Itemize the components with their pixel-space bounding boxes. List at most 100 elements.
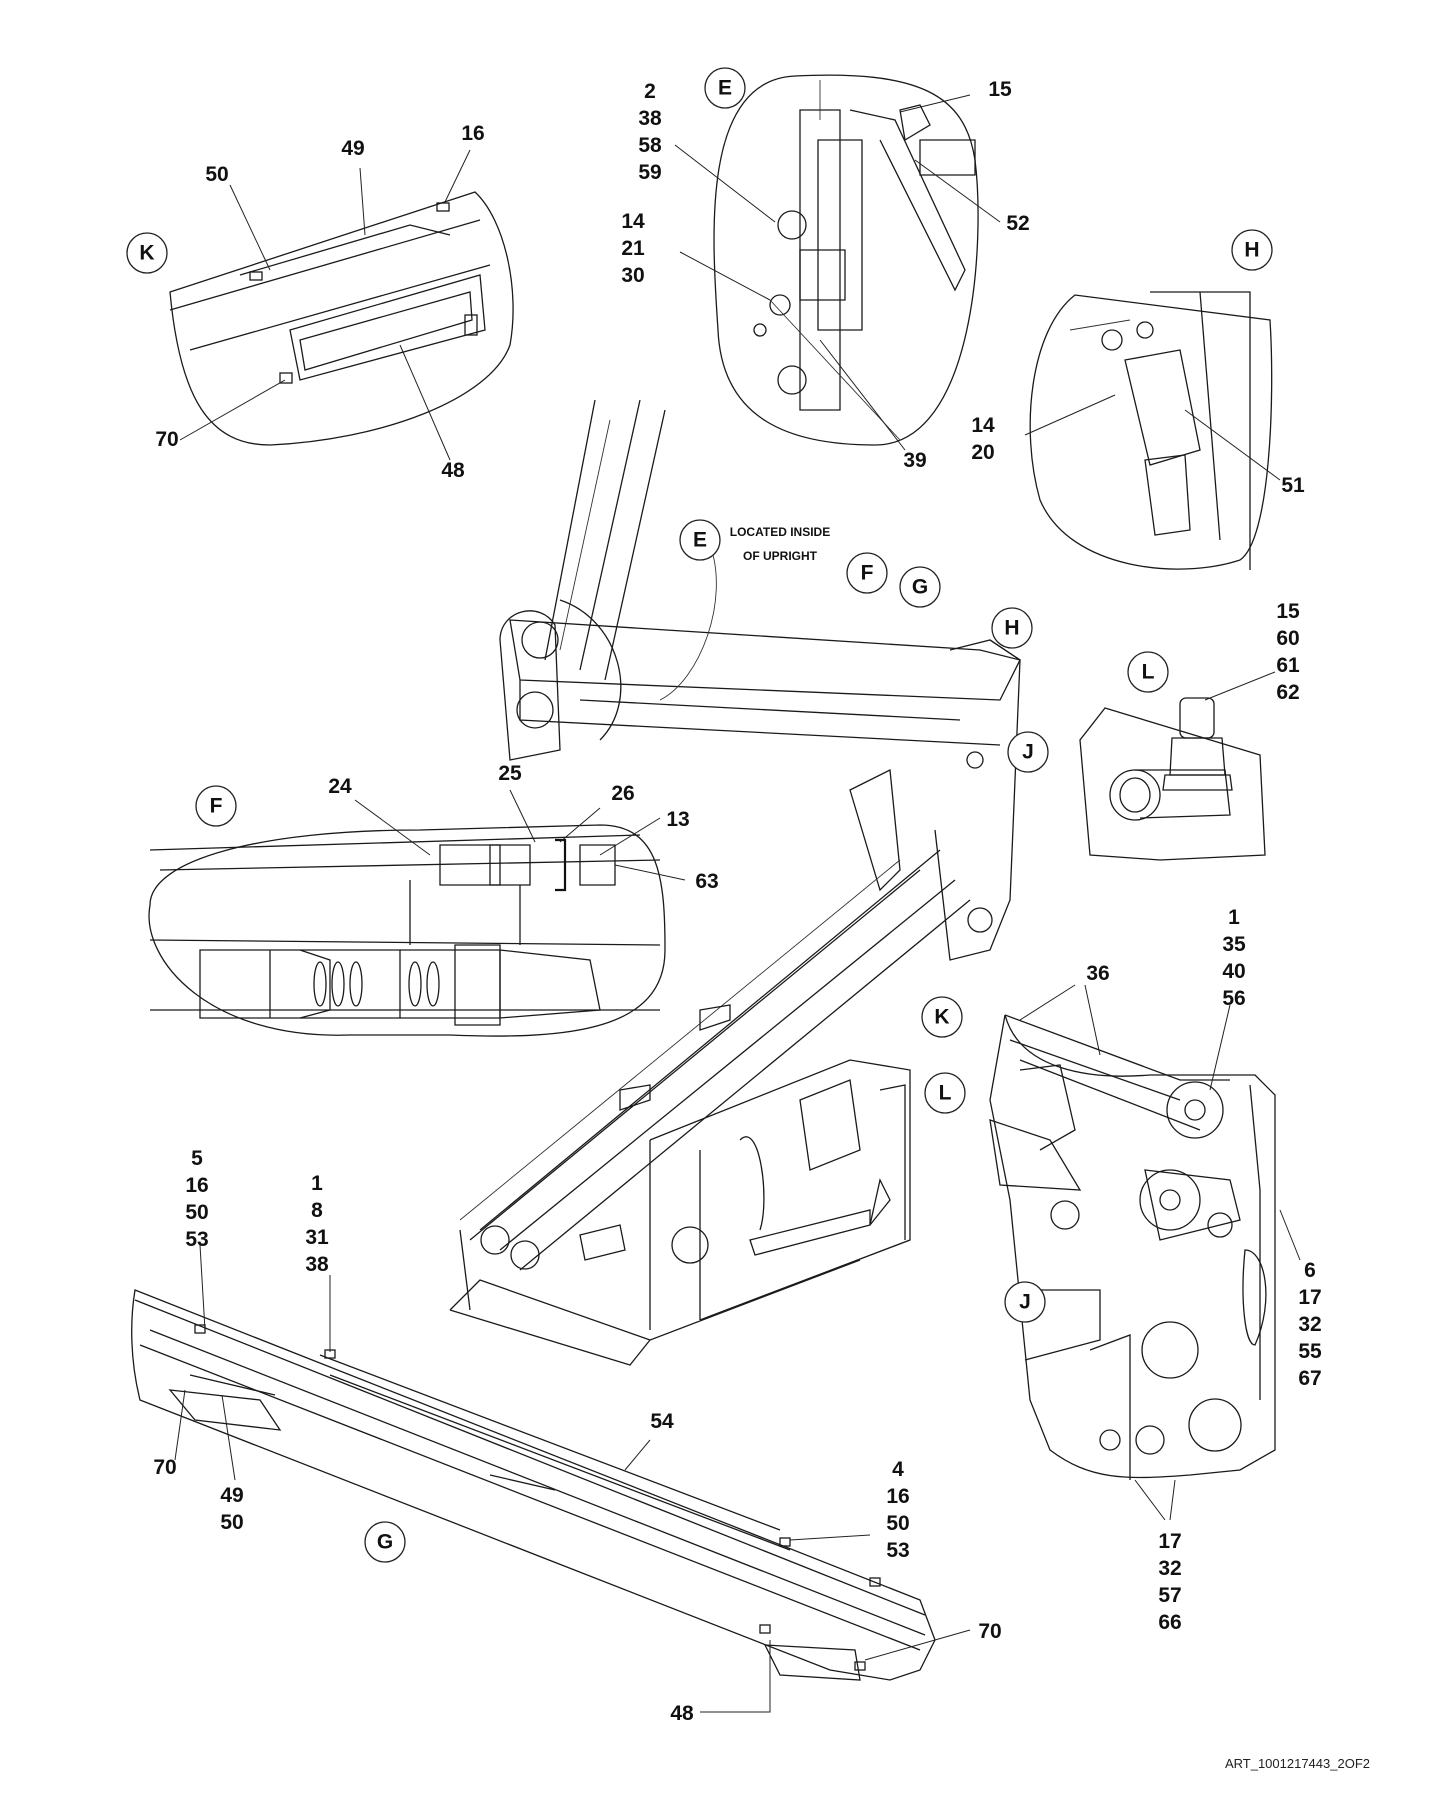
callout-k-detail: K	[126, 232, 168, 274]
callout-j-detail: J	[1004, 1281, 1046, 1323]
callout-e-detail: E	[704, 67, 746, 109]
part-number: 32	[1298, 1313, 1321, 1336]
part-number: 17	[1298, 1286, 1321, 1309]
svg-text:K: K	[139, 242, 154, 265]
part-number: 49	[220, 1484, 243, 1507]
svg-text:G: G	[912, 576, 928, 599]
detail-k-view	[169, 191, 514, 446]
location-note-line1: LOCATED INSIDE	[730, 525, 830, 539]
part-number: 40	[1222, 960, 1245, 983]
part-number: 8	[311, 1199, 323, 1222]
detail-e-view	[713, 74, 979, 446]
part-number: 38	[305, 1253, 329, 1276]
svg-text:H: H	[1004, 617, 1019, 640]
detail-f-view	[148, 824, 666, 1037]
part-number: 63	[695, 870, 718, 893]
part-number: 70	[978, 1620, 1001, 1643]
part-number: 31	[305, 1226, 329, 1249]
part-number: 54	[650, 1410, 674, 1433]
part-number: 21	[621, 237, 645, 260]
part-number: 13	[666, 808, 689, 831]
svg-text:E: E	[693, 529, 707, 552]
location-note-line2: OF UPRIGHT	[743, 549, 818, 563]
part-number: 32	[1158, 1557, 1181, 1580]
callout-l-main: L	[924, 1072, 966, 1114]
part-number: 16	[461, 122, 484, 145]
part-number: 50	[886, 1512, 909, 1535]
svg-text:K: K	[934, 1006, 949, 1029]
part-number: 16	[886, 1485, 909, 1508]
svg-text:J: J	[1022, 741, 1034, 764]
detail-e-locator-arc	[659, 544, 717, 701]
part-number: 4	[892, 1458, 904, 1481]
part-number: 2	[644, 80, 656, 103]
part-number: 17	[1158, 1530, 1181, 1553]
detail-l-view	[1079, 697, 1266, 861]
part-number: 56	[1222, 987, 1245, 1010]
part-number: 16	[185, 1174, 208, 1197]
callout-g-detail: G	[364, 1521, 406, 1563]
callout-f-main: F	[846, 552, 888, 594]
part-number: 50	[185, 1201, 208, 1224]
part-number: 1	[1228, 906, 1240, 929]
callout-j-main: J	[1007, 731, 1049, 773]
part-number: 57	[1158, 1584, 1181, 1607]
part-number: 15	[1276, 600, 1300, 623]
part-number: 51	[1281, 474, 1305, 497]
part-number: 60	[1276, 627, 1299, 650]
detail-h-view	[1029, 291, 1273, 570]
svg-text:L: L	[939, 1082, 952, 1105]
part-number: 15	[988, 78, 1012, 101]
part-number: 52	[1006, 212, 1029, 235]
part-number: 49	[341, 137, 364, 160]
part-number: 53	[886, 1539, 909, 1562]
part-number: 35	[1222, 933, 1246, 956]
part-number: 58	[638, 134, 662, 157]
detail-g-view	[131, 1289, 936, 1681]
svg-text:F: F	[861, 562, 874, 585]
callout-k-main: K	[921, 996, 963, 1038]
part-number: 5	[191, 1147, 203, 1170]
callout-f-detail: F	[195, 785, 237, 827]
part-number: 70	[155, 428, 178, 451]
part-number: 1	[311, 1172, 323, 1195]
part-number: 36	[1086, 962, 1109, 985]
svg-text:H: H	[1244, 239, 1259, 262]
part-number: 50	[205, 163, 228, 186]
callout-g-main: G	[899, 566, 941, 608]
part-number: 38	[638, 107, 662, 130]
svg-text:L: L	[1142, 661, 1155, 684]
callout-e-main: E	[679, 519, 721, 561]
part-number: 70	[153, 1456, 176, 1479]
leader-lines	[174, 94, 1301, 1713]
part-number: 25	[498, 762, 522, 785]
part-number: 62	[1276, 681, 1299, 704]
part-number: 6	[1304, 1259, 1316, 1282]
part-number: 14	[621, 210, 645, 233]
part-number: 39	[903, 449, 926, 472]
part-number: 67	[1298, 1367, 1321, 1390]
part-number: 55	[1298, 1340, 1322, 1363]
part-number: 30	[621, 264, 644, 287]
part-number: 20	[971, 441, 994, 464]
part-number: 48	[670, 1702, 694, 1725]
part-number: 48	[441, 459, 465, 482]
svg-text:G: G	[377, 1531, 393, 1554]
part-number: 59	[638, 161, 661, 184]
part-number: 53	[185, 1228, 208, 1251]
callout-h-main: H	[991, 607, 1033, 649]
part-number: 50	[220, 1511, 243, 1534]
main-assembly	[449, 399, 1021, 1366]
callout-h-detail: H	[1231, 229, 1273, 271]
callout-l-detail: L	[1127, 651, 1169, 693]
part-number: 66	[1158, 1611, 1181, 1634]
svg-text:E: E	[718, 77, 732, 100]
art-number: ART_1001217443_2OF2	[1225, 1756, 1370, 1771]
part-number: 14	[971, 414, 995, 437]
svg-text:J: J	[1019, 1291, 1031, 1314]
part-number: 24	[328, 775, 352, 798]
detail-j-view	[989, 1014, 1276, 1480]
svg-text:F: F	[210, 795, 223, 818]
